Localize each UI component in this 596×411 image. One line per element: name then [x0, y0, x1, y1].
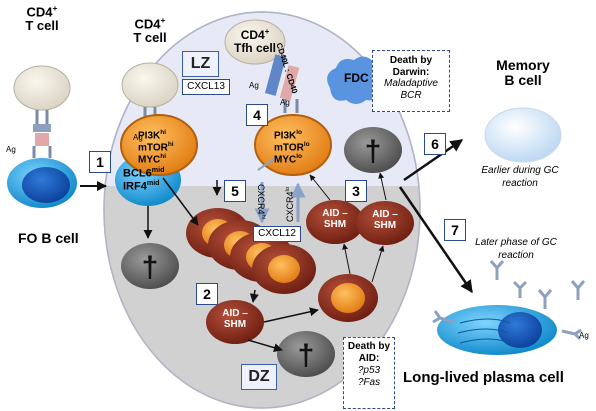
- earlier-gc-note: Earlier during GC reaction: [481, 165, 559, 189]
- cd4-t-cell-left: [13, 65, 71, 158]
- aid-shm-cell-3: [206, 300, 264, 344]
- antigen-label: Ag: [249, 81, 259, 90]
- dark-zone-label: DZ: [241, 364, 277, 390]
- cxcr4-lo-label: CXCR4lo: [285, 186, 295, 222]
- antigen-label: Ag: [6, 145, 16, 154]
- tfh-label: CD4+Tfh cell: [233, 27, 276, 55]
- antigen-label: Ag: [579, 331, 589, 340]
- death-cross-icon: †: [142, 251, 159, 284]
- step-4-box: 4: [246, 104, 268, 126]
- arrows: [80, 138, 474, 353]
- step-2-box: 2: [196, 283, 218, 305]
- step-3-box: 3: [345, 180, 367, 202]
- step-7-box: 7: [444, 219, 466, 241]
- plasma-cell-label: Long-lived plasma cell: [403, 369, 564, 386]
- aid-shm-cell-1: [306, 200, 364, 244]
- step-1-box: 1: [89, 151, 111, 173]
- memory-b-cell: [484, 107, 562, 163]
- antigen-label: Ag: [280, 98, 290, 107]
- dz-orange-cell: [318, 274, 378, 322]
- dividing-cell-cluster: [186, 208, 316, 294]
- cd4-mid-label: CD4+T cell: [133, 15, 167, 45]
- aid-shm-label: AID – SHM: [372, 209, 398, 231]
- bcr-link: [257, 155, 279, 171]
- cxcr4-hi-label: CXCR4hi: [256, 184, 266, 220]
- cd4-left-label: CD4+T cell: [25, 3, 59, 33]
- pi3k-hi-label: PI3Khi mTORhi MYChi: [138, 129, 174, 165]
- death-by-aid-note: Death by AID:?p53?Fas: [343, 337, 395, 409]
- pi3k-lo-label: PI3Klo mTORlo MYClo: [274, 129, 310, 165]
- antigen-label: Ag: [133, 133, 143, 142]
- aid-shm-label: AID – SHM: [322, 208, 348, 230]
- plasma-cell: [437, 305, 557, 355]
- pi3k-hi-cell: [120, 114, 198, 176]
- apoptotic-cell-dz-bottom: [277, 331, 335, 377]
- step-5-box: 5: [224, 180, 246, 202]
- death-by-darwin-note: Death by Darwin:Maladaptive BCR: [372, 50, 450, 112]
- tfh-cell: [224, 19, 300, 101]
- cxcl13-label: CXCL13: [182, 79, 230, 95]
- apoptotic-cell-lz: [344, 127, 402, 173]
- light-zone-label: LZ: [182, 51, 219, 77]
- antibodies: [432, 260, 586, 341]
- step-6-box: 6: [424, 133, 446, 155]
- death-cross-icon: †: [298, 339, 315, 372]
- cxcl12-label: CXCL12: [253, 226, 301, 242]
- aid-shm-label: AID – SHM: [222, 308, 248, 330]
- fdc-label: FDC: [344, 71, 369, 85]
- later-gc-note: Later phase of GC reaction: [475, 237, 557, 261]
- death-cross-icon: †: [365, 135, 382, 168]
- apoptotic-cell-dz-left: [121, 243, 179, 289]
- fo-b-cell-label: FO B cell: [18, 230, 79, 246]
- aid-shm-cell-2: [356, 201, 414, 245]
- fo-b-cell: [7, 158, 77, 208]
